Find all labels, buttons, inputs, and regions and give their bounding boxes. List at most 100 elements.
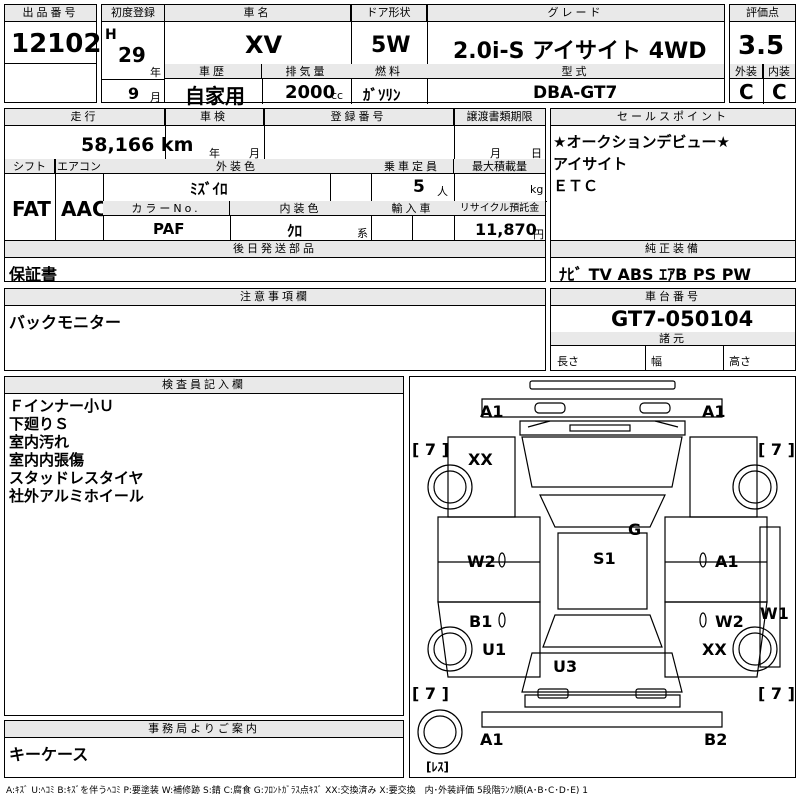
code-fender-front-left: XX bbox=[468, 450, 493, 469]
code-quarter-rear-right: XX bbox=[702, 640, 727, 659]
code-hood: G bbox=[628, 520, 641, 539]
inspection-month-unit: 月 bbox=[249, 147, 260, 160]
code-rocker-right: W1 bbox=[760, 604, 789, 623]
reg-month: 9 bbox=[128, 84, 140, 103]
width-label: 幅 bbox=[651, 355, 662, 368]
capacity: 5 bbox=[413, 177, 425, 197]
int-label: 内装 bbox=[763, 64, 795, 79]
score: 3.5 bbox=[738, 31, 785, 61]
lot-box: 出品番号 12102 bbox=[4, 4, 101, 64]
color-number: PAF bbox=[153, 220, 185, 238]
recycle-fee: 11,870 bbox=[475, 220, 537, 239]
int-grade: C bbox=[772, 80, 787, 104]
height-label: 高さ bbox=[729, 355, 751, 368]
main-header-box: 車名 XV ドア形状 5W グレード 2.0i-S アイサイト 4WD 車歴 自… bbox=[164, 4, 725, 108]
score-label: 評価点 bbox=[730, 5, 795, 22]
inspector-line: 室内汚れ bbox=[9, 433, 70, 451]
lot-number: 12102 bbox=[11, 29, 102, 59]
inspector-line: スタッドレスタイヤ bbox=[9, 469, 144, 487]
sales-point-label: セールスポイント bbox=[551, 109, 795, 126]
chassis-number: GT7-050104 bbox=[611, 307, 754, 331]
car-outline: A1 A1 [ 7 ] [ 7 ] XX G S1 W2 A1 B1 W2 W1… bbox=[412, 380, 795, 774]
genuine-box: 純正装備 ﾅﾋﾞ TV ABS ｴｱB PS PW bbox=[550, 240, 796, 284]
later-parts-label: 後日発送部品 bbox=[5, 241, 545, 258]
inspection-label: 車検 bbox=[165, 109, 264, 126]
reg-year-unit: 年 bbox=[150, 66, 161, 79]
reg-year: 29 bbox=[118, 43, 146, 67]
load-unit: kg bbox=[530, 183, 544, 196]
ext-grade: C bbox=[739, 80, 754, 104]
door-label: ドア形状 bbox=[351, 5, 427, 22]
transfer-month-unit: 月 bbox=[490, 147, 501, 160]
mileage-label: 走行 bbox=[5, 109, 165, 126]
legend: A:ｷｽﾞ U:ﾍｺﾐ B:ｷｽﾞを伴うﾍｺﾐ P:要塗装 W:補修跡 S:錆 … bbox=[6, 786, 589, 796]
capacity-label: 乗車定員 bbox=[371, 159, 454, 174]
code-trunk: U3 bbox=[553, 657, 577, 676]
code-quarter-rear-left: U1 bbox=[482, 640, 506, 659]
notes-label: 注意事項欄 bbox=[5, 289, 545, 306]
sales-point-box: セールスポイント ★オークションデビュー★ アイサイト ＥＴＣ bbox=[550, 108, 796, 241]
inspector-line: 下廻りＳ bbox=[9, 415, 70, 433]
recycle-unit: 円 bbox=[533, 228, 544, 241]
displacement-unit: cc bbox=[331, 89, 344, 102]
transfer-day-unit: 日 bbox=[531, 147, 542, 160]
displacement: 2000 bbox=[285, 82, 336, 103]
car-name-label: 車名 bbox=[165, 5, 351, 22]
notes-box: 注意事項欄 バックモニター bbox=[4, 288, 546, 371]
dims-label: 諸元 bbox=[551, 332, 795, 346]
capacity-unit: 人 bbox=[437, 185, 448, 198]
shift-label: シフト bbox=[5, 159, 55, 174]
car-name: XV bbox=[245, 31, 283, 59]
lot-blank-box bbox=[4, 63, 97, 103]
inspector-line: Ｆインナー小Ｕ bbox=[9, 397, 115, 415]
code-door-rear-right: W2 bbox=[715, 612, 744, 631]
later-parts-box: 後日発送部品 保証書 bbox=[4, 240, 546, 284]
model: DBA-GT7 bbox=[533, 83, 618, 103]
code-roof: S1 bbox=[593, 549, 616, 568]
era: H bbox=[105, 27, 117, 43]
color-label: 外装色 bbox=[103, 159, 371, 174]
transfer-label: 譲渡書類期限 bbox=[454, 109, 545, 126]
office-note: キーケース bbox=[9, 745, 89, 764]
sales-line-3: ＥＴＣ bbox=[553, 177, 599, 195]
tire-rear-right: [ 7 ] bbox=[758, 684, 795, 703]
grade-label: グレード bbox=[427, 5, 724, 22]
chassis-label: 車台番号 bbox=[551, 289, 795, 306]
office-box: 事務局よりご案内 キーケース bbox=[4, 720, 404, 778]
door-type: 5W bbox=[371, 33, 411, 58]
load-label: 最大積載量 bbox=[454, 159, 545, 174]
car-diagram: A1 A1 [ 7 ] [ 7 ] XX G S1 W2 A1 B1 W2 W1… bbox=[409, 376, 796, 778]
registration-label: 初度登録 bbox=[102, 5, 164, 22]
code-door-front-left: W2 bbox=[467, 552, 496, 571]
office-label: 事務局よりご案内 bbox=[5, 721, 403, 738]
code-door-rear-left: B1 bbox=[469, 612, 492, 631]
tire-rear-left: [ 7 ] bbox=[412, 684, 449, 703]
mileage: 58,166 km bbox=[81, 134, 194, 156]
code-rear-left: A1 bbox=[480, 730, 504, 749]
exterior-color: ﾐｽﾞｲﾛ bbox=[190, 180, 228, 198]
reg-month-unit: 月 bbox=[150, 91, 161, 104]
inspector-line: 室内内張傷 bbox=[9, 451, 85, 469]
ext-label: 外装 bbox=[730, 64, 763, 79]
genuine-equipment: ﾅﾋﾞ TV ABS ｴｱB PS PW bbox=[559, 265, 752, 284]
vehicle-info-box: 走行 58,166 km 車検 年 月 登録番号 譲渡書類期限 月 日 シフト … bbox=[4, 108, 547, 241]
later-parts: 保証書 bbox=[9, 265, 58, 284]
code-rear-right: B2 bbox=[704, 730, 727, 749]
code-door-front-right: A1 bbox=[715, 552, 739, 571]
inspection-year-unit: 年 bbox=[209, 147, 220, 160]
interior-color-unit: 系 bbox=[357, 227, 368, 240]
fuel: ｶﾞｿﾘﾝ bbox=[363, 86, 401, 104]
fuel-label: 燃料 bbox=[351, 64, 427, 79]
inspector-label: 検査員記入欄 bbox=[5, 377, 403, 394]
import-label: 輸入車 bbox=[371, 201, 454, 216]
tire-front-right: [ 7 ] bbox=[758, 440, 795, 459]
shift: FAT bbox=[12, 197, 51, 221]
sales-line-1: ★オークションデビュー★ bbox=[553, 133, 730, 151]
inspector-line: 社外アルミホイール bbox=[9, 487, 144, 505]
interior-color: ｸﾛ bbox=[287, 222, 303, 240]
history: 自家用 bbox=[185, 84, 245, 108]
code-front-left: A1 bbox=[480, 402, 504, 421]
notes: バックモニター bbox=[9, 313, 122, 332]
chassis-box: 車台番号 GT7-050104 諸元 長さ 幅 高さ bbox=[550, 288, 796, 371]
tire-front-left: [ 7 ] bbox=[412, 440, 449, 459]
